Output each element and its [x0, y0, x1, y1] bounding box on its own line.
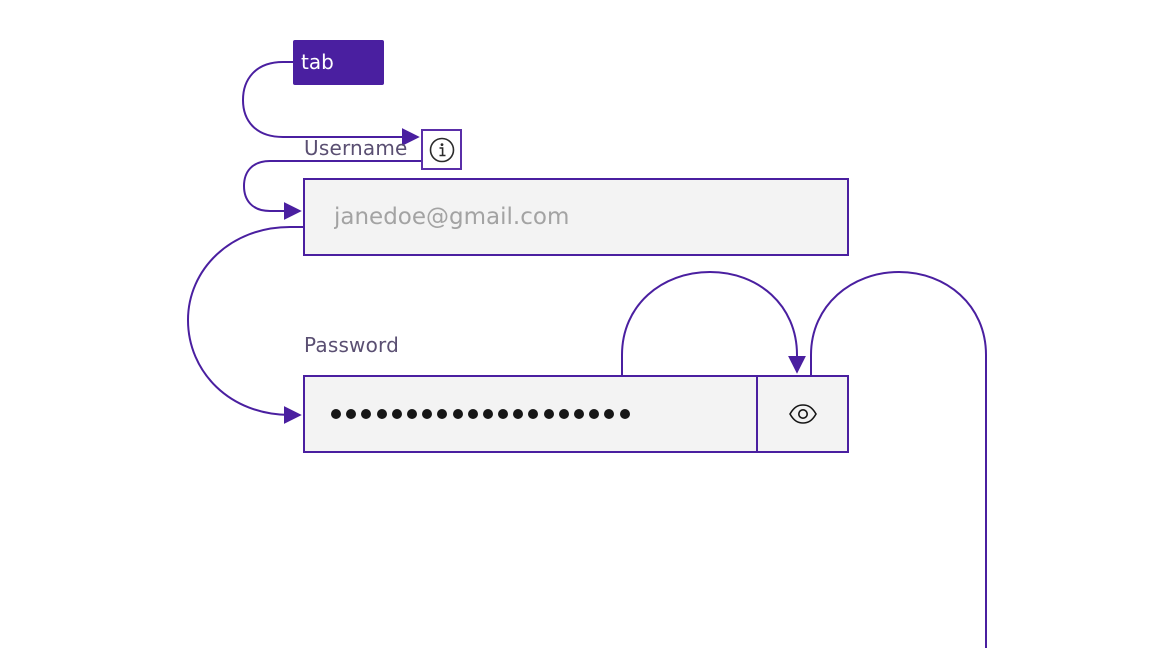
password-dot [391, 409, 402, 419]
password-dot [619, 409, 630, 419]
password-dot [331, 409, 341, 419]
username-input[interactable] [305, 180, 847, 254]
password-dot [482, 409, 493, 419]
password-label: Password [304, 333, 400, 357]
username-info-button[interactable] [421, 129, 462, 170]
password-dot [558, 409, 569, 419]
password-dot [361, 409, 372, 419]
username-field-container [303, 178, 849, 256]
password-dot [346, 409, 357, 419]
password-dot [513, 409, 524, 419]
password-dot [589, 409, 600, 419]
username-label: Username [304, 136, 408, 160]
password-dot [452, 409, 463, 419]
password-dot [604, 409, 615, 419]
password-dot [543, 409, 554, 419]
password-dot [498, 409, 509, 419]
show-password-button[interactable] [756, 375, 849, 453]
info-icon [429, 137, 454, 162]
tab-key-chip: tab [293, 40, 384, 85]
password-dot [528, 409, 539, 419]
password-dot [376, 409, 387, 419]
password-masked-value [331, 377, 635, 451]
password-input[interactable] [303, 375, 758, 453]
password-dot [422, 409, 433, 419]
eye-icon [788, 404, 817, 424]
password-dot [467, 409, 478, 419]
tab-key-label: tab [301, 50, 334, 74]
password-dot [437, 409, 448, 419]
password-dot [574, 409, 584, 419]
password-dot [406, 409, 417, 419]
